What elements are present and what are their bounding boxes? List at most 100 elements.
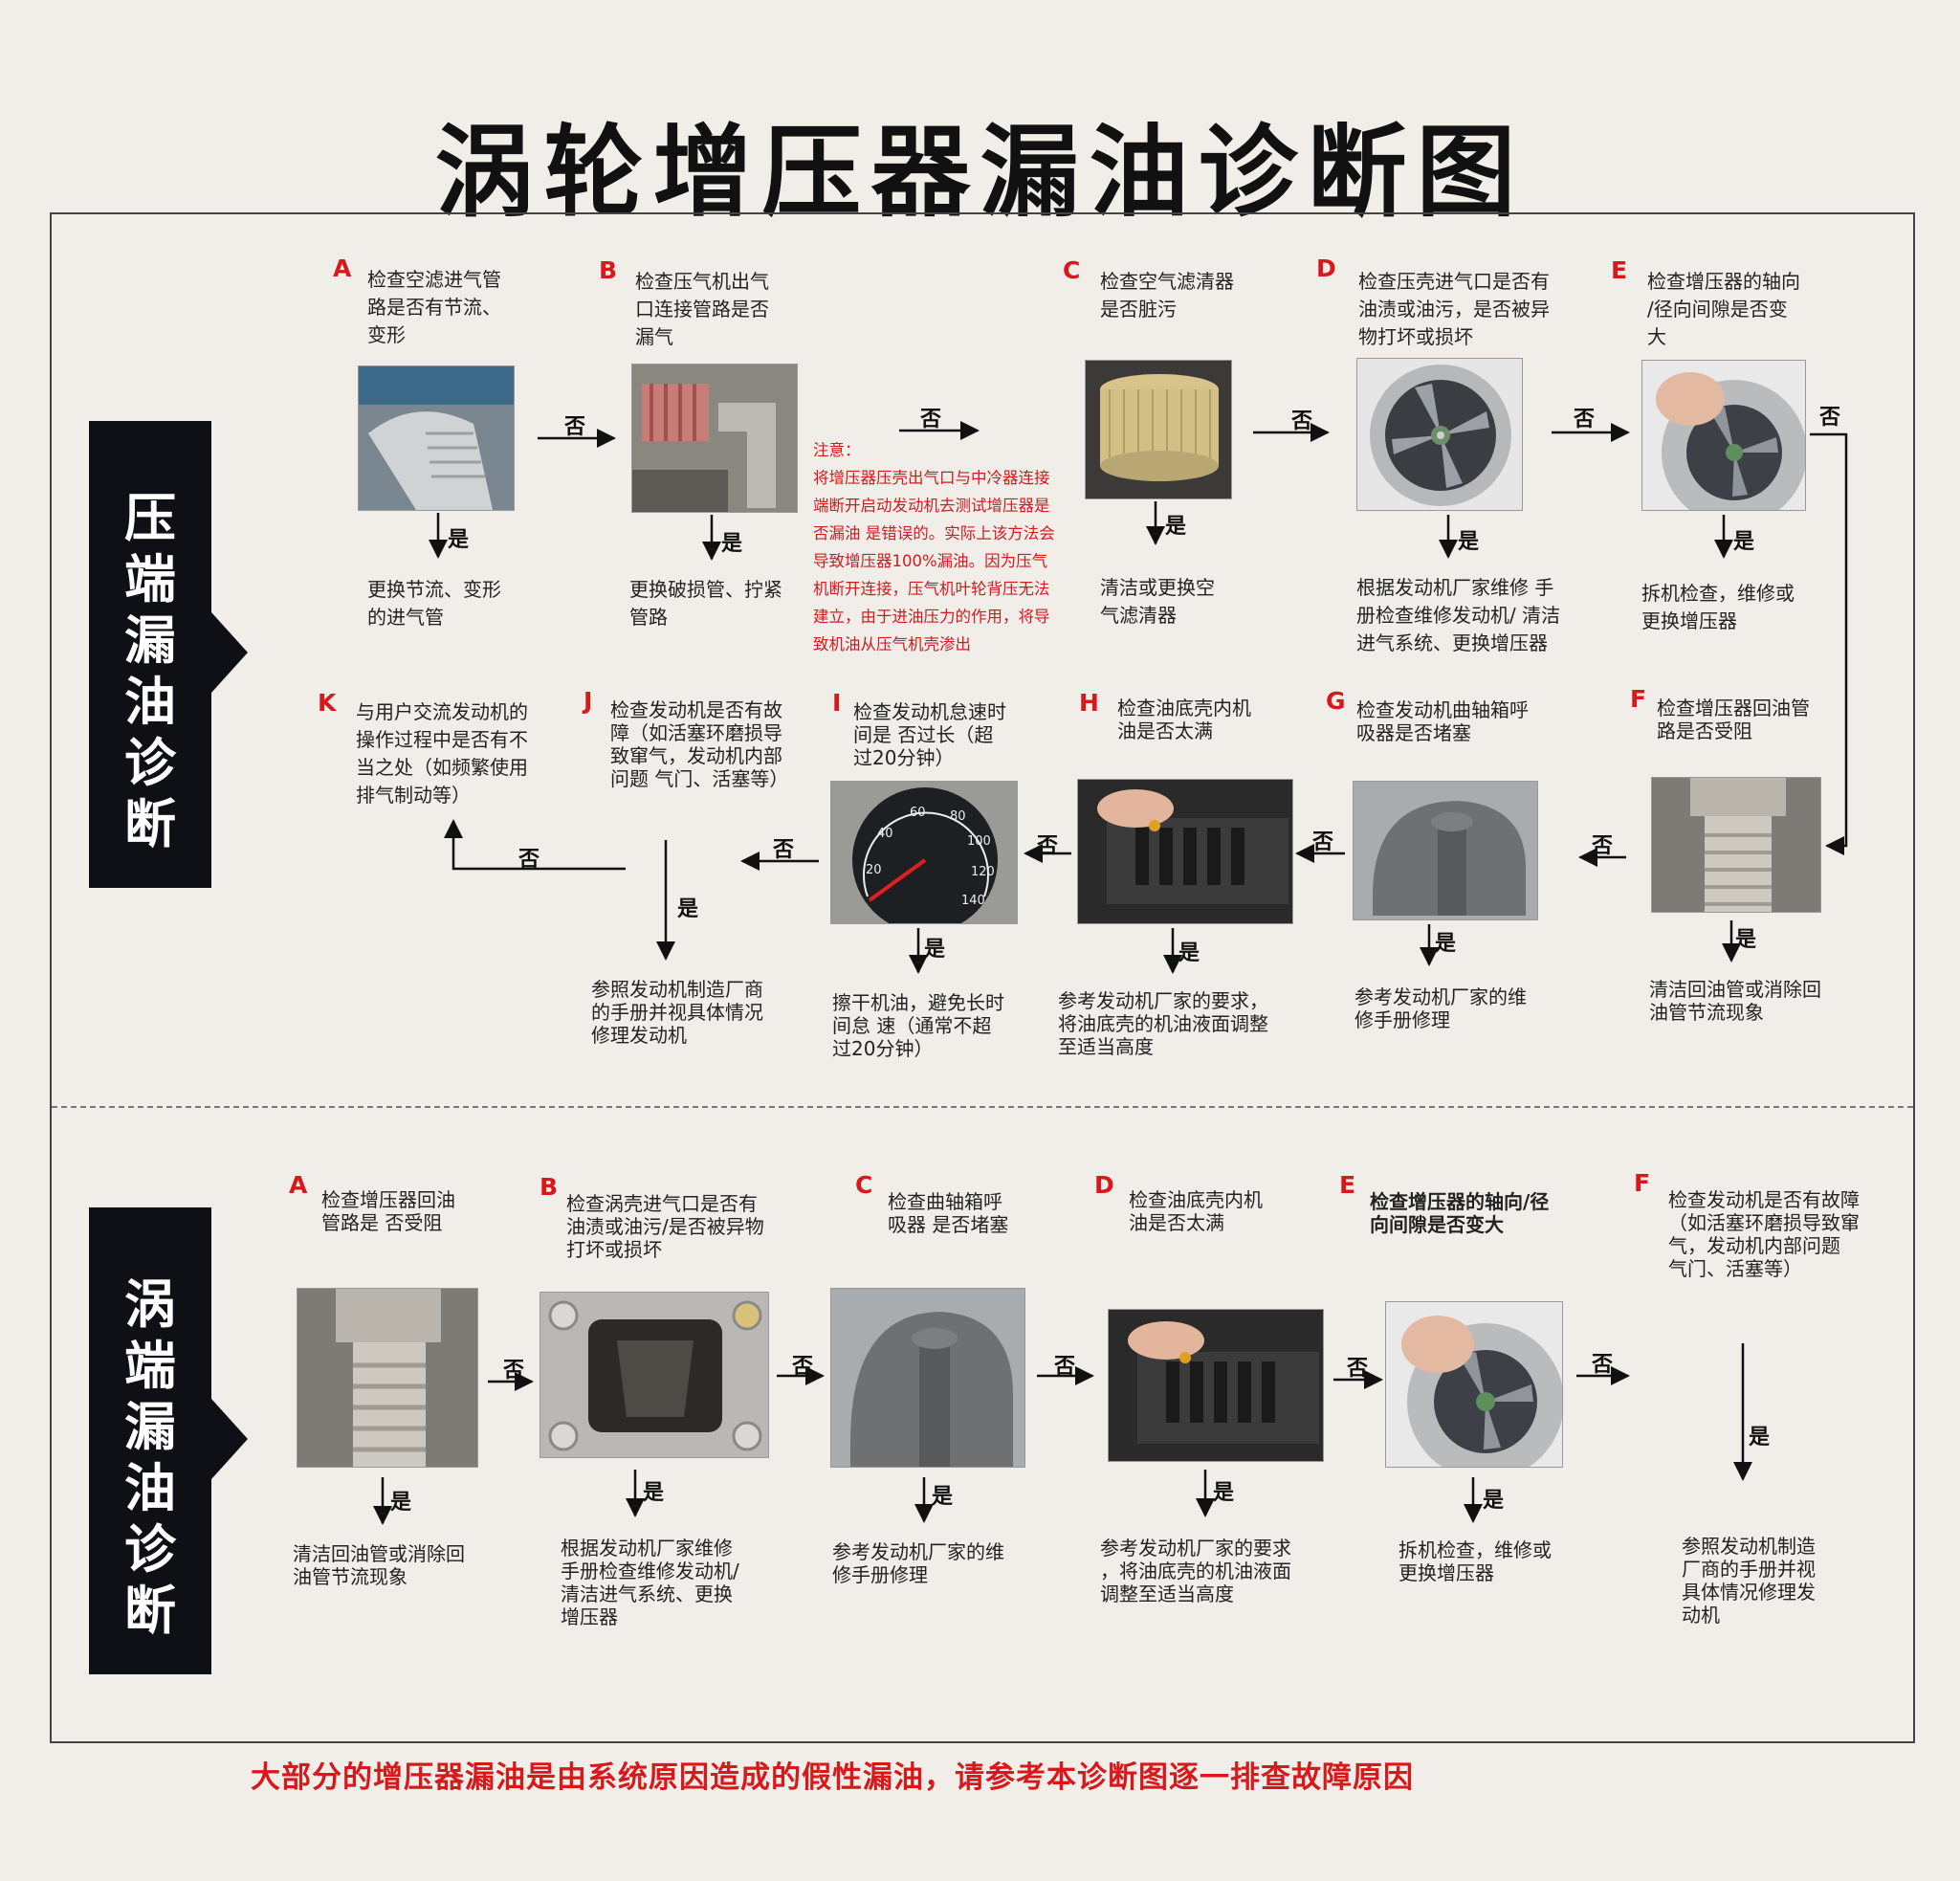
step-letter: J	[584, 687, 593, 715]
svg-text:120: 120	[971, 865, 995, 879]
step-letter: A	[333, 254, 352, 282]
step-letter: B	[540, 1173, 559, 1201]
check-text-e: 检查增压器的轴向 /径向间隙是否变 大	[1647, 270, 1800, 348]
turbine-side-arrow-icon	[211, 1399, 248, 1479]
step-letter: F	[1634, 1169, 1651, 1197]
photo-axial-clearance-check	[1385, 1301, 1563, 1468]
step-letter: I	[832, 689, 842, 717]
step-letter: C	[855, 1171, 873, 1199]
check-text-g: 检查发动机曲轴箱呼 吸器是否堵塞	[1356, 698, 1529, 744]
step-letter: A	[289, 1171, 308, 1199]
no-label: 否	[1037, 834, 1059, 858]
action-text-b: 更换破损管、拧紧 管路	[629, 578, 782, 629]
check-text-i: 检查发动机怠速时 间是 否过长（超 过20分钟）	[853, 700, 1006, 769]
no-label: 否	[1312, 830, 1334, 854]
turbine-action-text-d: 参考发动机厂家的要求 ，将油底壳的机油液面 调整至适当高度	[1100, 1537, 1291, 1605]
turbine-check-text-f: 检查发动机是否有故障 （如活塞环磨损导致窜 气，发动机内部问题 气门、活塞等）	[1668, 1188, 1860, 1280]
section-divider	[52, 1106, 1913, 1108]
no-label: 否	[503, 1359, 525, 1383]
step-letter: C	[1063, 256, 1081, 284]
check-text-b: 检查压气机出气 口连接管路是否 漏气	[635, 270, 769, 348]
step-letter: B	[599, 256, 618, 284]
photo-oil-dipstick	[1077, 779, 1293, 924]
check-text-k: 与用户交流发动机的 操作过程中是否有不 当之处（如频繁使用 排气制动等）	[356, 700, 528, 807]
photo-oil-return-pipe	[297, 1288, 478, 1468]
no-label: 否	[1592, 834, 1614, 858]
photo-crankcase-breather	[830, 1288, 1025, 1468]
check-text-a: 检查空滤进气管 路是否有节流、 变形	[367, 268, 501, 346]
svg-text:40: 40	[877, 827, 893, 841]
yes-label: 是	[1749, 1426, 1771, 1449]
check-text-d: 检查压壳进气口是否有 油渍或油污，是否被异 物打坏或损坏	[1358, 270, 1550, 348]
bottom-note: 大部分的增压器漏油是由系统原因造成的假性漏油，请参考本诊断图逐一排查故障原因	[251, 1760, 1414, 1795]
yes-label: 是	[932, 1485, 954, 1509]
no-label: 否	[1347, 1357, 1369, 1381]
warning-note: 注意： 将增压器压壳出气口与中冷器连接 端断开启动发动机去测试增压器是 否漏油 …	[813, 441, 1055, 653]
check-text-c: 检查空气滤清器 是否脏污	[1100, 270, 1234, 321]
diagram-frame	[50, 212, 1915, 1743]
yes-label: 是	[924, 938, 946, 962]
no-label: 否	[1592, 1353, 1614, 1377]
svg-text:140: 140	[961, 894, 985, 908]
no-label: 否	[773, 838, 795, 862]
photo-compressor-outlet-pipe	[631, 364, 798, 513]
step-letter: K	[318, 689, 337, 717]
action-text-e: 拆机检查，维修或 更换增压器	[1641, 582, 1795, 632]
turbine-check-text-c: 检查曲轴箱呼 吸器 是否堵塞	[888, 1190, 1009, 1236]
svg-text:80: 80	[950, 809, 966, 824]
yes-label: 是	[390, 1491, 412, 1515]
action-text-g: 参考发动机厂家的维 修手册修理	[1354, 985, 1527, 1031]
yes-label: 是	[1435, 932, 1457, 956]
yes-label: 是	[677, 897, 699, 921]
no-label: 否	[920, 408, 942, 432]
yes-label: 是	[1735, 928, 1757, 952]
step-letter: D	[1094, 1171, 1114, 1199]
turbine-side-label: 涡端漏油诊断	[89, 1207, 211, 1674]
action-text-f: 清洁回油管或消除回 油管节流现象	[1649, 978, 1821, 1024]
photo-compressor-inlet	[1356, 358, 1523, 511]
photo-crankcase-breather	[1353, 781, 1538, 920]
check-text-f: 检查增压器回油管 路是否受阻	[1657, 697, 1810, 742]
action-text-h: 参考发动机厂家的要求， 将油底壳的机油液面调整 至适当高度	[1058, 989, 1268, 1058]
check-text-h: 检查油底壳内机 油是否太满	[1117, 697, 1251, 742]
yes-label: 是	[1483, 1489, 1505, 1513]
no-label: 否	[1054, 1355, 1076, 1379]
photo-oil-dipstick	[1108, 1309, 1324, 1462]
no-label: 否	[1574, 408, 1596, 432]
no-label: 否	[518, 848, 540, 872]
svg-text:60: 60	[910, 806, 926, 820]
step-letter: E	[1339, 1171, 1356, 1199]
check-text-j: 检查发动机是否有故 障（如活塞环磨损导 致窜气，发动机内部 问题 气门、活塞等）	[610, 698, 789, 790]
yes-label: 是	[1458, 530, 1480, 554]
compressor-side-label: 压端漏油诊断	[89, 421, 211, 888]
step-letter: G	[1326, 687, 1346, 715]
turbine-action-text-f: 参照发动机制造 厂商的手册并视 具体情况修理发 动机	[1682, 1535, 1816, 1627]
photo-turbine-housing-inlet	[540, 1292, 769, 1458]
compressor-side-arrow-icon	[211, 612, 248, 693]
yes-label: 是	[1733, 530, 1755, 554]
turbine-action-text-c: 参考发动机厂家的维 修手册修理	[832, 1540, 1004, 1586]
turbine-check-text-e: 检查增压器的轴向/径 向间隙是否变大	[1370, 1190, 1550, 1236]
action-text-a: 更换节流、变形 的进气管	[367, 578, 501, 629]
turbine-check-text-d: 检查油底壳内机 油是否太满	[1129, 1188, 1263, 1234]
photo-air-filter	[1085, 360, 1232, 499]
no-label: 否	[1291, 409, 1313, 433]
yes-label: 是	[1165, 515, 1187, 539]
action-text-i: 擦干机油，避免长时 间怠 速（通常不超 过20分钟）	[832, 991, 1004, 1060]
yes-label: 是	[1213, 1481, 1235, 1505]
yes-label: 是	[721, 532, 743, 556]
turbine-action-text-b: 根据发动机厂家维修 手册检查维修发动机/ 清洁进气系统、更换 增压器	[561, 1537, 739, 1628]
yes-label: 是	[643, 1481, 665, 1505]
step-letter: D	[1316, 254, 1336, 282]
yes-label: 是	[448, 528, 470, 552]
step-letter: E	[1611, 256, 1628, 284]
no-label: 否	[792, 1355, 814, 1379]
action-text-j: 参照发动机制造厂商 的手册并视具体情况 修理发动机	[591, 978, 763, 1047]
no-label: 否	[1819, 406, 1841, 430]
action-text-d: 根据发动机厂家维修 手 册检查维修发动机/ 清洁 进气系统、更换增压器	[1356, 576, 1561, 654]
step-letter: H	[1079, 689, 1099, 717]
photo-axial-clearance-check	[1641, 360, 1806, 511]
turbine-check-text-b: 检查涡壳进气口是否有 油渍或油污/是否被异物 打坏或损坏	[566, 1192, 764, 1261]
